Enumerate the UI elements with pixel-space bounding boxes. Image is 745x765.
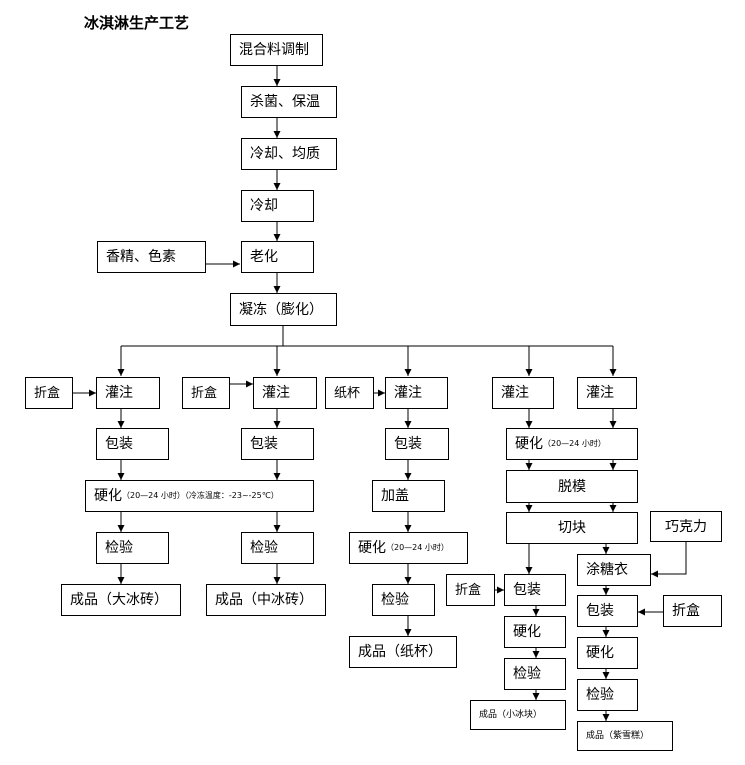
step-fill-3-label: 灌注 [394, 385, 422, 401]
step-sterilize-label: 杀菌、保温 [250, 94, 320, 110]
step-inspect-2: 检验 [241, 532, 314, 564]
step-inspect-3: 检验 [372, 584, 435, 616]
input-fold-box-4-label: 折盒 [455, 582, 482, 598]
arrow-chocolate-coat [651, 542, 687, 578]
step-inspect-5: 检验 [577, 679, 638, 711]
input-fold-box-5: 折盒 [663, 595, 722, 627]
step-cool-label: 冷却 [250, 198, 278, 214]
step-harden-3: 硬化（20—24 小时） [349, 532, 468, 564]
product-medium-brick-label: 成品（中冰砖） [215, 592, 313, 608]
step-freeze-label: 凝冻（膨化） [239, 301, 323, 318]
step-age-label: 老化 [250, 249, 278, 265]
step-harden-5: 硬化 [577, 637, 638, 669]
step-fill-1-label: 灌注 [105, 385, 133, 401]
input-chocolate-label: 巧克力 [665, 518, 707, 535]
step-mix-label: 混合料调制 [239, 42, 309, 58]
product-large-brick: 成品（大冰砖） [61, 584, 181, 616]
step-demold: 脱模 [506, 470, 638, 503]
step-sugar-coat: 涂糖衣 [577, 554, 651, 586]
step-harden-4: 硬化 [504, 616, 566, 648]
step-fill-2: 灌注 [253, 377, 317, 409]
step-age: 老化 [241, 241, 314, 273]
product-purple-bar-label: 成品（紫雪糕） [586, 730, 650, 741]
step-pack-5: 包装 [577, 595, 638, 627]
input-fold-box-2: 折盒 [182, 377, 230, 409]
step-fill-3: 灌注 [385, 377, 448, 409]
step-fill-5-label: 灌注 [586, 385, 614, 401]
step-inspect-1: 检验 [96, 532, 169, 564]
step-lid-label: 加盖 [381, 488, 409, 504]
product-paper-cup-label: 成品（纸杯） [358, 644, 442, 660]
input-flavor: 香精、色素 [97, 241, 206, 273]
step-pack-3-label: 包装 [394, 436, 422, 452]
step-harden-45-note: （20—24 小时） [543, 439, 606, 448]
step-cool: 冷却 [241, 190, 314, 222]
step-mix: 混合料调制 [230, 34, 323, 66]
product-small-block-label: 成品（小冰块） [479, 709, 543, 720]
step-pack-2-label: 包装 [250, 436, 278, 452]
step-pack-1-label: 包装 [105, 436, 133, 452]
step-inspect-4-label: 检验 [513, 666, 541, 682]
step-pack-2: 包装 [241, 428, 314, 460]
step-harden-4-label: 硬化 [513, 624, 541, 640]
step-pack-3: 包装 [385, 428, 449, 460]
step-harden-5-label: 硬化 [586, 645, 614, 661]
product-purple-bar: 成品（紫雪糕） [577, 721, 673, 751]
input-fold-box-1: 折盒 [25, 377, 73, 409]
step-sugar-coat-label: 涂糖衣 [586, 562, 628, 578]
step-pack-4: 包装 [504, 574, 566, 606]
step-inspect-5-label: 检验 [586, 687, 614, 703]
input-fold-box-5-label: 折盒 [672, 603, 700, 619]
step-pack-5-label: 包装 [586, 603, 614, 619]
input-flavor-label: 香精、色素 [106, 249, 176, 265]
step-cool-homogenize: 冷却、均质 [241, 138, 337, 170]
step-fill-4-label: 灌注 [501, 385, 529, 401]
step-harden-main: 硬化（20—24 小时）（冷冻温度：-23~-25℃） [85, 480, 314, 512]
diagram-title: 冰淇淋生产工艺 [84, 14, 190, 32]
step-sterilize: 杀菌、保温 [241, 86, 337, 118]
input-paper-cup: 纸杯 [325, 377, 374, 409]
step-pack-1: 包装 [96, 428, 169, 460]
step-cut-label: 切块 [558, 520, 586, 536]
input-paper-cup-label: 纸杯 [334, 385, 361, 401]
step-harden-45-label: 硬化 [515, 436, 543, 452]
step-pack-4-label: 包装 [513, 582, 541, 598]
step-inspect-2-label: 检验 [250, 540, 278, 556]
step-inspect-1-label: 检验 [105, 540, 133, 556]
step-fill-2-label: 灌注 [262, 385, 290, 401]
step-harden-3-note: （20—24 小时） [386, 543, 449, 552]
product-medium-brick: 成品（中冰砖） [206, 584, 326, 616]
input-fold-box-2-label: 折盒 [191, 385, 218, 401]
product-large-brick-label: 成品（大冰砖） [70, 592, 168, 608]
step-harden-main-label: 硬化 [94, 488, 122, 504]
step-harden-main-note: （20—24 小时）（冷冻温度：-23~-25℃） [122, 491, 279, 500]
step-lid: 加盖 [372, 480, 445, 512]
input-chocolate: 巧克力 [650, 511, 722, 542]
product-small-block: 成品（小冰块） [470, 700, 566, 730]
step-harden-45: 硬化（20—24 小时） [506, 428, 638, 460]
step-cut: 切块 [506, 512, 638, 544]
step-harden-3-label: 硬化 [358, 540, 386, 556]
step-demold-label: 脱模 [558, 478, 586, 495]
step-freeze: 凝冻（膨化） [230, 293, 337, 326]
step-cool-homogenize-label: 冷却、均质 [250, 146, 320, 162]
product-paper-cup: 成品（纸杯） [349, 636, 457, 668]
step-inspect-4: 检验 [504, 658, 566, 690]
input-fold-box-1-label: 折盒 [34, 385, 61, 401]
step-fill-5: 灌注 [577, 377, 637, 409]
step-fill-1: 灌注 [96, 377, 160, 409]
step-inspect-3-label: 检验 [381, 592, 409, 608]
input-fold-box-4: 折盒 [446, 574, 495, 606]
step-fill-4: 灌注 [492, 377, 554, 409]
